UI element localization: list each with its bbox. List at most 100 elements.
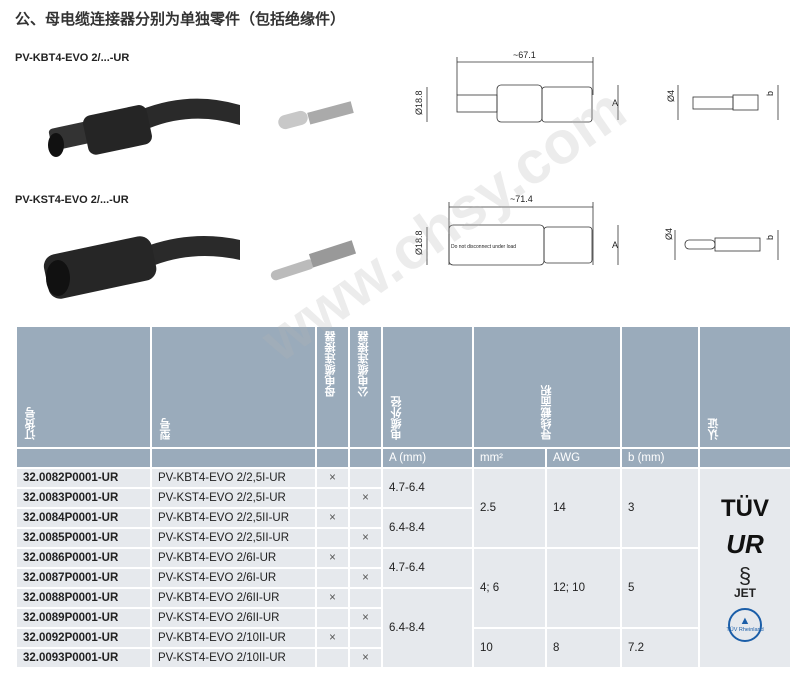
female-cell: ×: [315, 627, 350, 649]
male-cell: [348, 627, 383, 649]
dim-length-2: ~71.4: [510, 194, 533, 204]
product-table: 订货号 型号 母电缆连接器 公电缆连接器 电缆外径 导线截面积 认证 A (mm…: [15, 325, 790, 669]
female-cell: [315, 487, 350, 509]
male-cell: [348, 467, 383, 489]
type-cell: PV-KST4-EVO 2/2,5II-UR: [150, 527, 317, 549]
female-contact-photo: [278, 101, 354, 130]
female-cell: [315, 567, 350, 589]
mm2-cell: 2.5: [472, 467, 547, 549]
page-title: 公、母电缆连接器分别为单独零件（包括绝缘件）: [15, 11, 346, 28]
housing-text: Do not disconnect under load: [451, 244, 516, 250]
female-cell: ×: [315, 507, 350, 529]
female-cell: [315, 647, 350, 669]
dim-length-1: ~67.1: [513, 50, 536, 60]
type-cell: PV-KBT4-EVO 2/10II-UR: [150, 627, 317, 649]
jet-mark-icon: §: [738, 562, 752, 588]
female-cell: ×: [315, 467, 350, 489]
dim-pin-diameter-1: Ø4: [666, 90, 676, 102]
type-cell: PV-KST4-EVO 2/2,5I-UR: [150, 487, 317, 509]
awg-cell: 12; 10: [545, 547, 622, 629]
order-number-cell: 32.0088P0001-UR: [15, 587, 152, 609]
order-number-cell: 32.0082P0001-UR: [15, 467, 152, 489]
order-number-cell: 32.0093P0001-UR: [15, 647, 152, 669]
tuv-logo: TÜV: [721, 494, 769, 522]
tuv-rheinland-logo-text: TÜV Rheinland: [726, 627, 764, 633]
order-number-cell: 32.0092P0001-UR: [15, 627, 152, 649]
cable-od-cell: 4.7-6.4: [381, 547, 474, 589]
order-number-cell: 32.0083P0001-UR: [15, 487, 152, 509]
female-cell: [315, 527, 350, 549]
header-female: 母电缆连接器: [315, 325, 350, 449]
header-cross-section: 导线截面积: [472, 325, 622, 449]
subheader-mm2: mm²: [472, 447, 547, 469]
male-connector-photo: [43, 236, 240, 299]
male-cell: ×: [348, 647, 383, 669]
female-cell: ×: [315, 547, 350, 569]
jet-logo-text: JET: [733, 585, 756, 600]
cable-od-cell: 6.4-8.4: [381, 507, 474, 549]
product-label-kst4: PV-KST4-EVO 2/...-UR: [15, 194, 129, 206]
type-cell: PV-KBT4-EVO 2/6II-UR: [150, 587, 317, 609]
dim-a-2: A: [612, 240, 618, 250]
order-number-cell: 32.0084P0001-UR: [15, 507, 152, 529]
awg-cell: 8: [545, 627, 622, 669]
header-male: 公电缆连接器: [348, 325, 383, 449]
type-cell: PV-KST4-EVO 2/6I-UR: [150, 567, 317, 589]
female-cell: ×: [315, 587, 350, 609]
b-cell: 5: [620, 547, 700, 629]
dim-b-1: b: [765, 91, 775, 96]
b-cell: 7.2: [620, 627, 700, 669]
mm2-cell: 4; 6: [472, 547, 547, 629]
dim-diameter-2: Ø18.8: [414, 230, 424, 255]
header-order-no: 订货号: [15, 325, 152, 449]
dim-a-1: A: [612, 98, 618, 108]
male-cell: ×: [348, 527, 383, 549]
type-cell: PV-KBT4-EVO 2/2,5I-UR: [150, 467, 317, 489]
order-number-cell: 32.0085P0001-UR: [15, 527, 152, 549]
header-blank: [620, 325, 700, 449]
subheader-awg: AWG: [545, 447, 622, 469]
type-cell: PV-KST4-EVO 2/6II-UR: [150, 607, 317, 629]
dim-diameter-1: Ø18.8: [414, 90, 424, 115]
order-number-cell: 32.0089P0001-UR: [15, 607, 152, 629]
awg-cell: 14: [545, 467, 622, 549]
ur-logo: UR: [726, 528, 764, 559]
type-cell: PV-KST4-EVO 2/10II-UR: [150, 647, 317, 669]
technical-drawings: ~67.1 Ø18.8 A Ø4 b ~71.4 Ø18.8 A Ø4 b Do…: [414, 50, 779, 266]
type-cell: PV-KBT4-EVO 2/6I-UR: [150, 547, 317, 569]
cable-od-cell: 4.7-6.4: [381, 467, 474, 509]
triangle-icon: ▲: [739, 615, 751, 627]
female-connector-photo: [48, 98, 240, 157]
type-cell: PV-KBT4-EVO 2/2,5II-UR: [150, 507, 317, 529]
header-cert: 认证: [698, 325, 790, 449]
male-cell: [348, 547, 383, 569]
mm2-cell: 10: [472, 627, 547, 669]
order-number-cell: 32.0087P0001-UR: [15, 567, 152, 589]
dim-pin-diameter-2: Ø4: [664, 228, 674, 240]
male-cell: ×: [348, 607, 383, 629]
b-cell: 3: [620, 467, 700, 549]
tuv-rheinland-logo: ▲TÜV Rheinland: [726, 607, 764, 642]
cable-od-cell: 6.4-8.4: [381, 587, 474, 669]
female-cell: [315, 607, 350, 629]
male-cell: ×: [348, 567, 383, 589]
header-type: 型号: [150, 325, 317, 449]
male-cell: ×: [348, 487, 383, 509]
male-contact-photo: [270, 240, 357, 281]
subheader-b: b (mm): [620, 447, 700, 469]
header-cable-od: 电缆外径: [381, 325, 474, 449]
product-label-kbt4: PV-KBT4-EVO 2/...-UR: [15, 52, 130, 64]
male-cell: [348, 507, 383, 529]
dim-b-2: b: [765, 235, 775, 240]
jet-logo: §JET: [706, 562, 784, 600]
